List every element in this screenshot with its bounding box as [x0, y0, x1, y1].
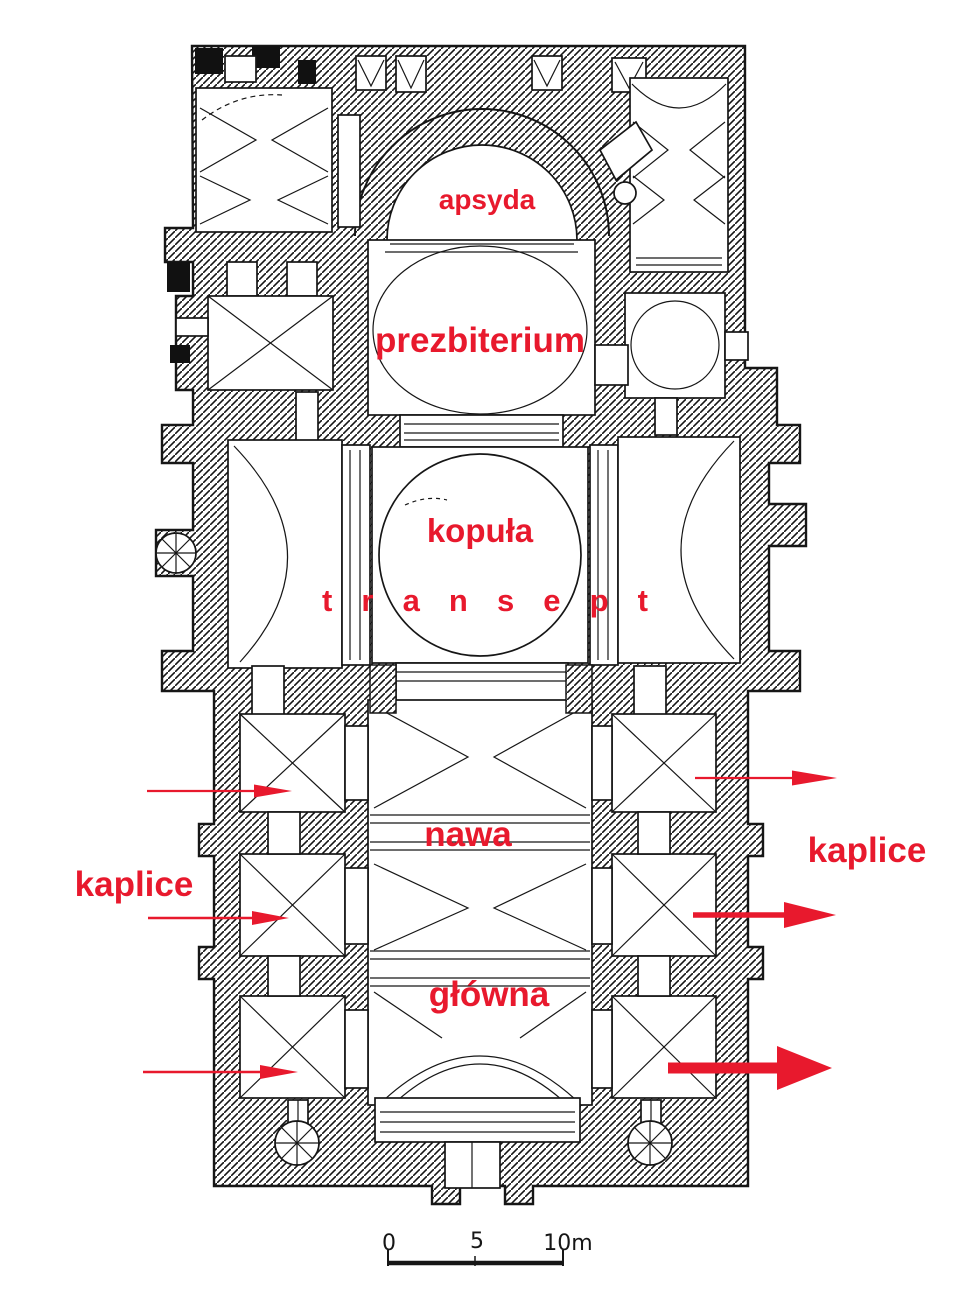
label-transept: t r a n s e p t [322, 583, 648, 618]
transept-arm-right [589, 436, 741, 666]
pier [565, 664, 593, 714]
top-wall-niches [224, 55, 647, 93]
room-presbytery [367, 239, 596, 448]
label-nawa: nawa [424, 815, 512, 854]
scale-label-10m: 10m [543, 1231, 592, 1256]
label-kopula: kopuła [427, 512, 534, 549]
arrow-right-upper [695, 770, 837, 786]
passage-right [654, 397, 678, 436]
chapels-left [239, 713, 369, 1099]
nave-cornice-2 [370, 950, 590, 987]
pier [369, 664, 397, 714]
arrow-right-lower [668, 1046, 832, 1090]
spiral-stair-bottom-right [627, 1120, 673, 1166]
nave-opening [251, 662, 667, 717]
room-apse [337, 108, 654, 249]
spiral-stair-bottom-left [274, 1120, 320, 1166]
crossing-dome [371, 446, 589, 664]
scale-label-5: 5 [470, 1229, 484, 1254]
room-top-left [195, 87, 333, 297]
chapels-right [591, 713, 717, 1099]
arrow-right-middle [693, 902, 836, 928]
entrance-vault-arc [383, 1055, 577, 1101]
label-kaplice-left: kaplice [75, 865, 194, 904]
label-glowna: główna [429, 975, 550, 1014]
arrow-left-middle [148, 911, 289, 925]
entrance-zone [287, 1097, 662, 1189]
scale-label-0: 0 [382, 1231, 396, 1256]
scan-blobs [167, 46, 316, 363]
dome-circle [378, 453, 582, 657]
spiral-stair-left-mid [155, 532, 197, 574]
label-apsyda: apsyda [439, 184, 536, 215]
passage-left [295, 391, 319, 442]
room-nave [367, 699, 593, 1106]
arrow-left-lower [143, 1065, 298, 1079]
label-kaplice-right: kaplice [808, 831, 927, 870]
scale-bar: 0 5 10m [382, 1229, 593, 1266]
annotations: apsyda prezbiterium kopuła t r a n s e p… [75, 184, 927, 1090]
room-circle-right [594, 292, 749, 399]
nave-cornice-1 [370, 814, 590, 851]
label-prezbiterium: prezbiterium [375, 321, 585, 360]
room-corridor-right [629, 77, 729, 273]
room-sacristy-left [175, 295, 334, 391]
arrow-left-upper [147, 784, 292, 798]
transept-arm-left [227, 439, 371, 669]
